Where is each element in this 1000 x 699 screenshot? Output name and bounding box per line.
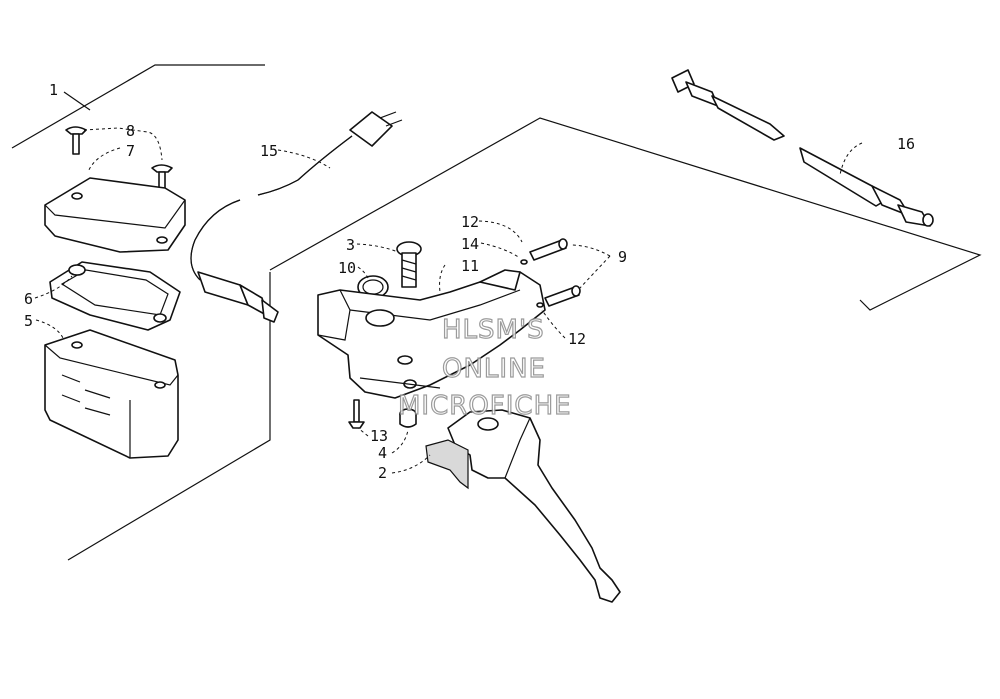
screw-part-8 — [65, 126, 87, 155]
watermark-line-1: HLSM'S — [442, 315, 545, 345]
callout-4: 4 — [378, 444, 387, 462]
master-cylinder-body-part-11 — [317, 269, 546, 399]
callout-12-lower: 12 — [568, 330, 586, 348]
bolt-part-3 — [396, 241, 422, 288]
callout-8: 8 — [126, 122, 135, 140]
callout-5: 5 — [24, 312, 33, 330]
callout-16: 16 — [897, 135, 915, 153]
callout-10: 10 — [338, 259, 356, 277]
diaphragm-part-6 — [49, 261, 181, 331]
watermark-line-2: ONLINE — [442, 354, 546, 384]
leader-lines — [34, 91, 863, 474]
screw-part-13 — [348, 399, 365, 429]
screw-part-8-second — [151, 164, 173, 195]
washer-part-12-lower — [536, 302, 544, 308]
callout-3: 3 — [346, 236, 355, 254]
callout-14: 14 — [461, 235, 479, 253]
reservoir-cover-part-7 — [44, 177, 186, 253]
callout-13: 13 — [370, 427, 388, 445]
callout-7: 7 — [126, 142, 135, 160]
callout-2: 2 — [378, 464, 387, 482]
callout-15: 15 — [260, 142, 278, 160]
callout-labels: 1 8 7 6 5 15 16 3 10 11 12 14 9 12 13 4 … — [24, 81, 915, 482]
bushing-part-4 — [399, 408, 417, 428]
brake-switch-wire-part-15 — [190, 111, 403, 323]
callout-9: 9 — [618, 248, 627, 266]
brake-hose-part-16 — [671, 69, 934, 227]
callout-12-upper: 12 — [461, 213, 479, 231]
reservoir-body-part-5 — [44, 329, 179, 459]
callout-11: 11 — [461, 257, 479, 275]
reservoir-group-outline — [11, 64, 271, 561]
washer-part-14 — [520, 259, 528, 265]
screw-part-9-upper — [529, 238, 568, 261]
callout-1: 1 — [49, 81, 58, 99]
watermark-line-3: MICROFICHE — [398, 391, 572, 421]
screw-part-9-lower — [544, 285, 581, 307]
brake-lever-part-2 — [425, 409, 621, 603]
callout-6: 6 — [24, 290, 33, 308]
watermark: HLSM'S ONLINE MICROFICHE — [397, 314, 572, 421]
